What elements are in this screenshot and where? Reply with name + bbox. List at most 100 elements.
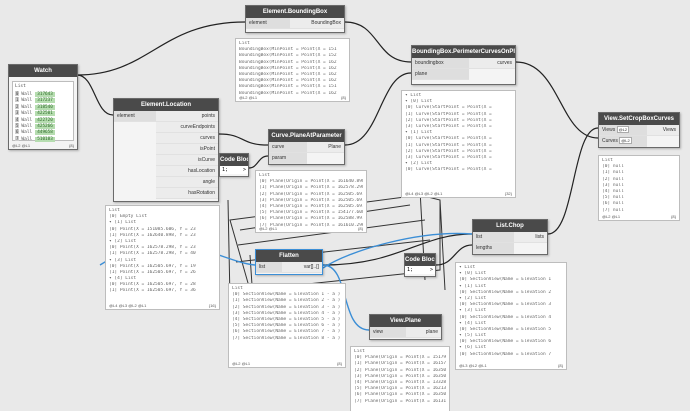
listchop-preview-line: ▾ [3] List <box>459 308 487 314</box>
flatten-input-list[interactable]: list <box>256 262 283 273</box>
listchop-input-port-1[interactable]: lengths <box>473 243 514 254</box>
watch-item-id[interactable]: 425266 <box>35 123 55 129</box>
viewplane-preview-line: [5] Plane(Origin = Point(X = 162134.208, <box>354 386 446 392</box>
perimeter-input-port-1[interactable]: plane <box>412 69 469 80</box>
wire-bounding-perimeter[interactable] <box>344 21 412 63</box>
viewplane-preview-line: [4] Plane(Origin = Point(X = 133282.786, <box>354 379 446 385</box>
wire-location-planeatparam[interactable] <box>218 133 269 146</box>
codeblock-node-1[interactable]: Code Block 1; > <box>219 153 249 177</box>
viewplane-output[interactable]: plane <box>405 327 441 338</box>
planeatparameter-preview-line: [5] Plane(Origin = Point(X = 154177.608, <box>259 210 363 216</box>
perimeter-input-port-0[interactable]: boundingbox <box>412 58 469 69</box>
viewplane-preview-line: [1] Plane(Origin = Point(X = 161577.298, <box>354 361 446 367</box>
boundingbox-list-label: List <box>239 41 250 46</box>
location-input-element[interactable]: element <box>114 111 156 122</box>
planeatparameter-input-port-1[interactable]: param <box>269 153 307 164</box>
viewplane-preview-line: [7] Plane(Origin = Point(X = 161311.936, <box>354 398 446 404</box>
codeblock-1-output[interactable]: > <box>242 167 246 173</box>
flatten-preview: List [0] SectionView(Name = Elevation 1 … <box>228 283 346 368</box>
flatten-node[interactable]: Flatten list var[]..[] <box>255 249 323 275</box>
codeblock-2-output[interactable]: > <box>429 267 433 273</box>
planeatparameter-output[interactable]: Plane <box>306 142 344 153</box>
perimeter-output[interactable]: curves <box>468 58 515 69</box>
boundingbox-preview-line: BoundingBox(MinPoint = Point(X = 162 <box>239 78 337 84</box>
listchop-preview-line: ▾ [1] List <box>459 283 487 289</box>
flatten-output[interactable]: var[]..[] <box>282 262 322 273</box>
listchop-count: {8} <box>558 363 563 368</box>
codeblock-1-code[interactable]: 1; <box>222 167 229 173</box>
perimeter-preview-line: ▾ [2] List <box>405 161 433 167</box>
flatten-footer: @L2 @L1 <box>232 361 251 366</box>
listchop-input-port-0[interactable]: list <box>473 232 514 243</box>
location-output-port-6[interactable]: angle <box>155 177 218 188</box>
listchop-preview-line: [0] SectionView(Name = Elevation 7 <box>459 351 552 357</box>
wire-planeatparam-perimeter[interactable] <box>344 72 412 146</box>
setcrop-curves-level[interactable]: @L2 <box>619 137 632 144</box>
wire-watch-location[interactable] <box>76 74 114 116</box>
wire-chop-setcrop[interactable] <box>547 127 599 235</box>
watch-item-id[interactable]: 510183 <box>35 136 55 142</box>
boundingbox-output[interactable]: BoundingBox <box>290 18 344 29</box>
wire-watch-bounding[interactable] <box>76 21 246 76</box>
boundingbox-input-element[interactable]: element <box>246 18 291 29</box>
listchop-output[interactable]: lists <box>513 232 547 243</box>
watch-item-id[interactable]: 422501 <box>35 111 55 117</box>
setcrop-output[interactable]: Views <box>647 125 679 136</box>
location-preview-line: ▾ [1] List <box>109 220 137 226</box>
watch-item-label: Wall <box>21 123 33 129</box>
planeatparameter-input-port-0[interactable]: curve <box>269 142 307 153</box>
viewplane-input-view[interactable]: view <box>370 327 406 338</box>
setcrop-preview: List [0] null [1] null [2] null [3] null… <box>598 155 680 221</box>
location-output-port-5[interactable]: hasLocation <box>155 166 218 177</box>
watch-item-id[interactable]: 317643 <box>35 92 55 97</box>
watch-footer: @L2 @L1 <box>12 143 31 148</box>
flatten-preview-line: [1] SectionView(Name = Elevation 2 - a ) <box>232 298 341 304</box>
viewplane-node[interactable]: View.Plane view plane <box>369 314 442 340</box>
setcrop-views-level[interactable]: @L2 <box>616 126 630 133</box>
watch-item-id[interactable]: 318540 <box>35 104 55 110</box>
planeatparameter-preview-line: [1] Plane(Origin = Point(X = 162578.298, <box>259 185 363 191</box>
codeblock-node-2[interactable]: Code Block 1; > <box>404 253 436 277</box>
watch-item-index: 2 <box>15 103 20 109</box>
boundingbox-preview-line: BoundingBox(MinPoint = Point(X = 162 <box>239 65 337 71</box>
location-output-port-1[interactable]: curveEndpoints <box>155 122 218 133</box>
setcrop-input-curves[interactable]: Curves @L2 <box>599 136 647 147</box>
location-output-port-0[interactable]: points <box>155 111 218 122</box>
watch-item-id[interactable]: 317237 <box>35 98 55 104</box>
setcrop-footer: @L2 @L1 <box>602 214 621 219</box>
flatten-preview-line: [6] SectionView(Name = Elevation 7 - a ) <box>232 329 341 335</box>
planeatparameter-count: {8} <box>358 226 363 231</box>
wire-flatten-chop-selected[interactable] <box>322 232 473 269</box>
location-output-port-7[interactable]: hasRotation <box>155 188 218 199</box>
setcropboxcurves-node[interactable]: View.SetCropBoxCurves Views @L2 Curves @… <box>598 112 680 148</box>
boundingbox-node[interactable]: Element.BoundingBox element BoundingBox <box>245 5 345 33</box>
planeatparameter-preview-line: [0] Plane(Origin = Point(X = 161640.898, <box>259 179 363 185</box>
wire-codeblock2-chop[interactable] <box>435 244 473 266</box>
location-output-port-4[interactable]: isCurve <box>155 155 218 166</box>
codeblock-2-code[interactable]: 1; <box>407 267 414 273</box>
location-output-port-2[interactable]: curves <box>155 133 218 144</box>
location-output-port-3[interactable]: isPoint <box>155 144 218 155</box>
perimeter-preview-line: [1] Curve(StartPoint = Point(X = <box>405 111 492 117</box>
wire-codeblock-param[interactable] <box>248 155 269 169</box>
planeatparameter-title: Curve.PlaneAtParameter <box>269 130 344 142</box>
wire-perimeter-setcrop[interactable] <box>515 61 599 139</box>
setcrop-input-views[interactable]: Views @L2 <box>599 125 647 136</box>
watch-item-id[interactable]: 422720 <box>35 117 55 123</box>
perimeter-node[interactable]: BoundingBox.PerimeterCurvesOnPlane bound… <box>411 45 516 85</box>
watch-item-id[interactable]: 449658 <box>35 130 55 136</box>
listchop-preview-line: ▾ [5] List <box>459 333 487 339</box>
wire-flatten-chop[interactable] <box>322 233 473 266</box>
